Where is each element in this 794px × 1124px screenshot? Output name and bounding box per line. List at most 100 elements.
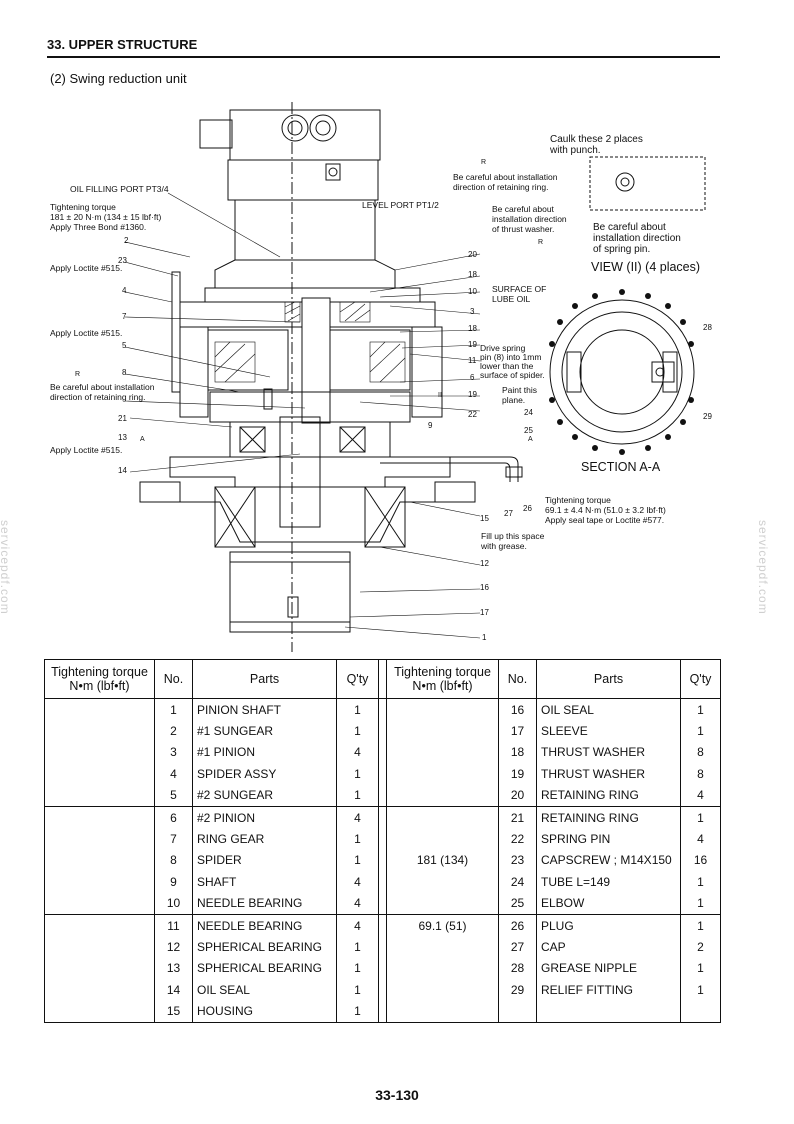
label-torque1-line1: Tightening torque (50, 202, 116, 212)
callout-27: 27 (504, 509, 513, 518)
column-gap (378, 659, 387, 699)
label-loctite-3: Apply Loctite #515. (50, 445, 122, 455)
label-surface-line2: LUBE OIL (492, 294, 531, 304)
header-qty-left: Q'ty (336, 659, 379, 699)
mark-a-1: A (140, 436, 145, 443)
callout-8: 8 (122, 368, 127, 377)
label-oil-filling-port: OIL FILLING PORT PT3/4 (70, 184, 169, 194)
label-torque1-line3: Apply Three Bond #1360. (50, 222, 146, 232)
header-parts-right: Parts (536, 659, 681, 699)
label-caulk-line1: Caulk these 2 places (550, 134, 643, 145)
callout-19b: 19 (468, 390, 477, 399)
cross-section-drawing: OIL FILLING PORT PT3/4 Tightening torque… (50, 102, 712, 652)
callout-4: 4 (122, 286, 127, 295)
label-fill-line1: Fill up this space (481, 531, 545, 541)
label-level-port: LEVEL PORT PT1/2 (362, 200, 439, 210)
label-careful-spring-line3: of spring pin. (593, 244, 650, 255)
callout-3: 3 (470, 307, 475, 316)
label-careful-thrust-line1: Be careful about (492, 204, 555, 214)
label-drive-line1: Drive spring (480, 343, 526, 353)
callout-21: 21 (118, 414, 127, 423)
label-careful-ret2-line1: Be careful about installation (50, 382, 155, 392)
callout-6: 6 (470, 373, 475, 382)
label-loctite-2: Apply Loctite #515. (50, 328, 122, 338)
callout-17: 17 (480, 608, 489, 617)
callout-2: 2 (124, 236, 129, 245)
page-number: 33-130 (375, 1087, 419, 1103)
mark-r-2: R (538, 239, 543, 246)
label-careful-ret1-line2: direction of retaining ring. (453, 182, 548, 192)
label-careful-spring-line2: installation direction (593, 233, 681, 244)
callout-23: 23 (118, 256, 127, 265)
callout-29: 29 (703, 412, 712, 421)
header-parts-left: Parts (192, 659, 337, 699)
callout-11: 11 (468, 356, 477, 365)
label-surface-line1: SURFACE OF (492, 284, 546, 294)
header-qty-right: Q'ty (680, 659, 721, 699)
label-caulk-line2: with punch. (549, 145, 601, 156)
callout-1: 1 (482, 633, 487, 642)
callout-28: 28 (703, 323, 712, 332)
callout-14: 14 (118, 466, 127, 475)
callout-7: 7 (122, 312, 127, 321)
callout-15: 15 (480, 514, 489, 523)
label-torque2-line1: Tightening torque (545, 495, 611, 505)
callout-24: 24 (524, 408, 533, 417)
label-careful-thrust-line2: installation direction (492, 214, 567, 224)
header-rule (47, 56, 720, 58)
label-drive-line3: lower than the (480, 361, 534, 371)
label-paint-line2: plane. (502, 395, 525, 405)
header-no-right: No. (498, 659, 537, 699)
callout-13: 13 (118, 433, 127, 442)
callout-18a: 18 (468, 270, 477, 279)
swing-reduction-diagram: OIL FILLING PORT PT3/4 Tightening torque… (40, 92, 760, 652)
callout-5: 5 (122, 341, 127, 350)
subsection-title: (2) Swing reduction unit (50, 71, 187, 86)
section-title: 33. UPPER STRUCTURE (47, 37, 198, 52)
callout-18b: 18 (468, 324, 477, 333)
label-loctite-1: Apply Loctite #515. (50, 263, 122, 273)
callout-19a: 19 (468, 340, 477, 349)
callout-20: 20 (468, 250, 477, 259)
page-header: 33. UPPER STRUCTURE (47, 36, 720, 60)
label-section-aa: SECTION A-A (581, 460, 661, 474)
label-careful-ret2-line2: direction of retaining ring. (50, 392, 145, 402)
callout-22: 22 (468, 410, 477, 419)
header-no-left: No. (154, 659, 193, 699)
label-drive-line2: pin (8) into 1mm (480, 352, 541, 362)
label-paint-line1: Paint this (502, 385, 537, 395)
label-careful-thrust-line3: of thrust washer. (492, 224, 554, 234)
mark-a-2: A (528, 436, 533, 443)
callout-12: 12 (480, 559, 489, 568)
callout-9: 9 (428, 421, 433, 430)
label-fill-line2: with grease. (480, 541, 527, 551)
label-torque1-line2: 181 ± 20 N·m (134 ± 15 lbf·ft) (50, 212, 162, 222)
mark-r-3: R (75, 371, 80, 378)
callout-25: 25 (524, 426, 533, 435)
mark-ii: II (438, 392, 442, 399)
mark-r-1: R (481, 159, 486, 166)
callout-10: 10 (468, 287, 477, 296)
callout-26: 26 (523, 504, 532, 513)
label-torque2-line3: Apply seal tape or Loctite #577. (545, 515, 664, 525)
label-drive-line4: surface of spider. (480, 370, 545, 380)
